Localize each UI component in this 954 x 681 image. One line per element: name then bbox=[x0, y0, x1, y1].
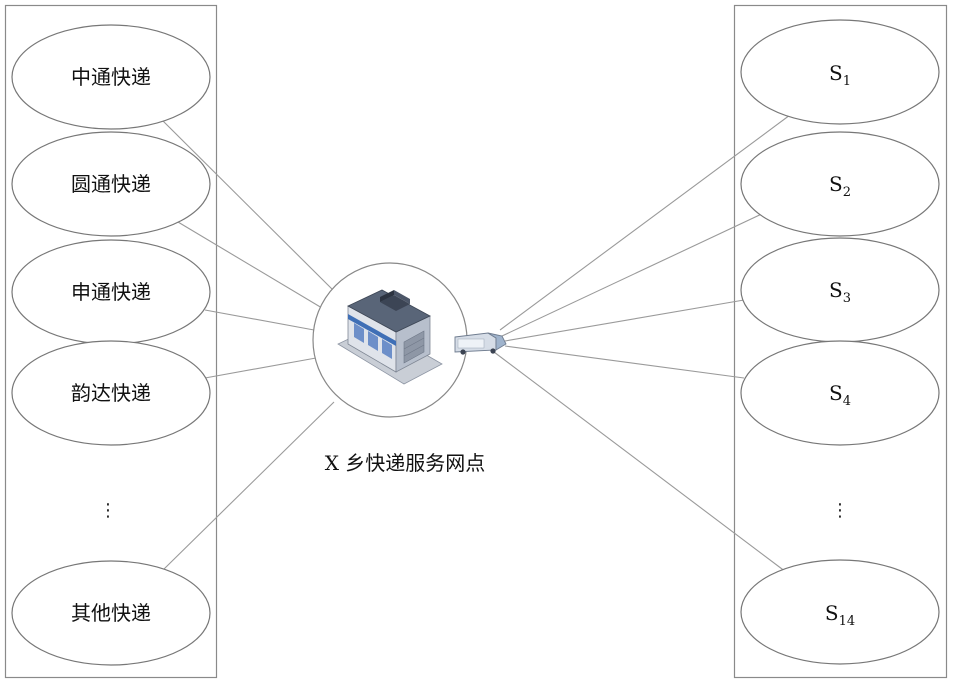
station-node: S4 bbox=[740, 340, 940, 446]
station-subscript: 14 bbox=[839, 614, 856, 629]
company-node: 韵达快递 bbox=[11, 340, 211, 446]
connector-lines bbox=[159, 114, 791, 573]
station-subscript: 1 bbox=[843, 74, 851, 89]
station-subscript: 3 bbox=[843, 291, 851, 306]
company-node: 申通快递 bbox=[11, 239, 211, 345]
company-label: 申通快递 bbox=[71, 280, 151, 304]
station-node: S3 bbox=[740, 237, 940, 343]
company-node: 圆通快递 bbox=[11, 131, 211, 237]
station-subscript: 4 bbox=[843, 394, 851, 409]
svg-text:S3: S3 bbox=[829, 278, 851, 306]
svg-text:S2: S2 bbox=[829, 172, 851, 200]
company-label: 中通快递 bbox=[71, 65, 151, 89]
svg-text:S4: S4 bbox=[829, 381, 851, 409]
station-node: S14 bbox=[740, 559, 940, 665]
company-node: 中通快递 bbox=[11, 24, 211, 130]
station-letter: S bbox=[825, 601, 839, 625]
station-letter: S bbox=[829, 61, 843, 85]
station-node: S1 bbox=[740, 19, 940, 125]
company-label: 圆通快递 bbox=[71, 172, 151, 196]
connector-station-3 bbox=[504, 299, 745, 342]
station-node: S2 bbox=[740, 131, 940, 237]
connector-station-5 bbox=[493, 351, 787, 573]
connector-company-1 bbox=[159, 117, 339, 296]
hub-label: X 乡快递服务网点 bbox=[325, 451, 486, 475]
building-icon bbox=[337, 289, 443, 385]
connector-company-4 bbox=[204, 357, 317, 379]
connector-company-3 bbox=[204, 309, 315, 331]
station-subscript: 2 bbox=[843, 185, 851, 200]
left-group-frame bbox=[4, 4, 218, 679]
connector-station-4 bbox=[504, 345, 745, 379]
svg-text:S1: S1 bbox=[829, 61, 851, 89]
company-label: 其他快递 bbox=[71, 601, 151, 625]
connector-station-2 bbox=[501, 211, 767, 337]
station-letter: S bbox=[829, 278, 843, 302]
connector-company-2 bbox=[177, 221, 323, 309]
station-letter: S bbox=[829, 172, 843, 196]
company-label: 韵达快递 bbox=[71, 381, 151, 405]
svg-text:S14: S14 bbox=[825, 601, 855, 629]
right-group-frame bbox=[733, 4, 948, 679]
left-ellipsis: ⋮ bbox=[99, 500, 117, 521]
connector-station-1 bbox=[499, 114, 791, 331]
station-letter: S bbox=[829, 381, 843, 405]
delivery-van-icon bbox=[454, 332, 507, 355]
right-ellipsis: ⋮ bbox=[831, 500, 849, 521]
company-node: 其他快递 bbox=[11, 560, 211, 666]
connector-company-5 bbox=[162, 401, 335, 571]
